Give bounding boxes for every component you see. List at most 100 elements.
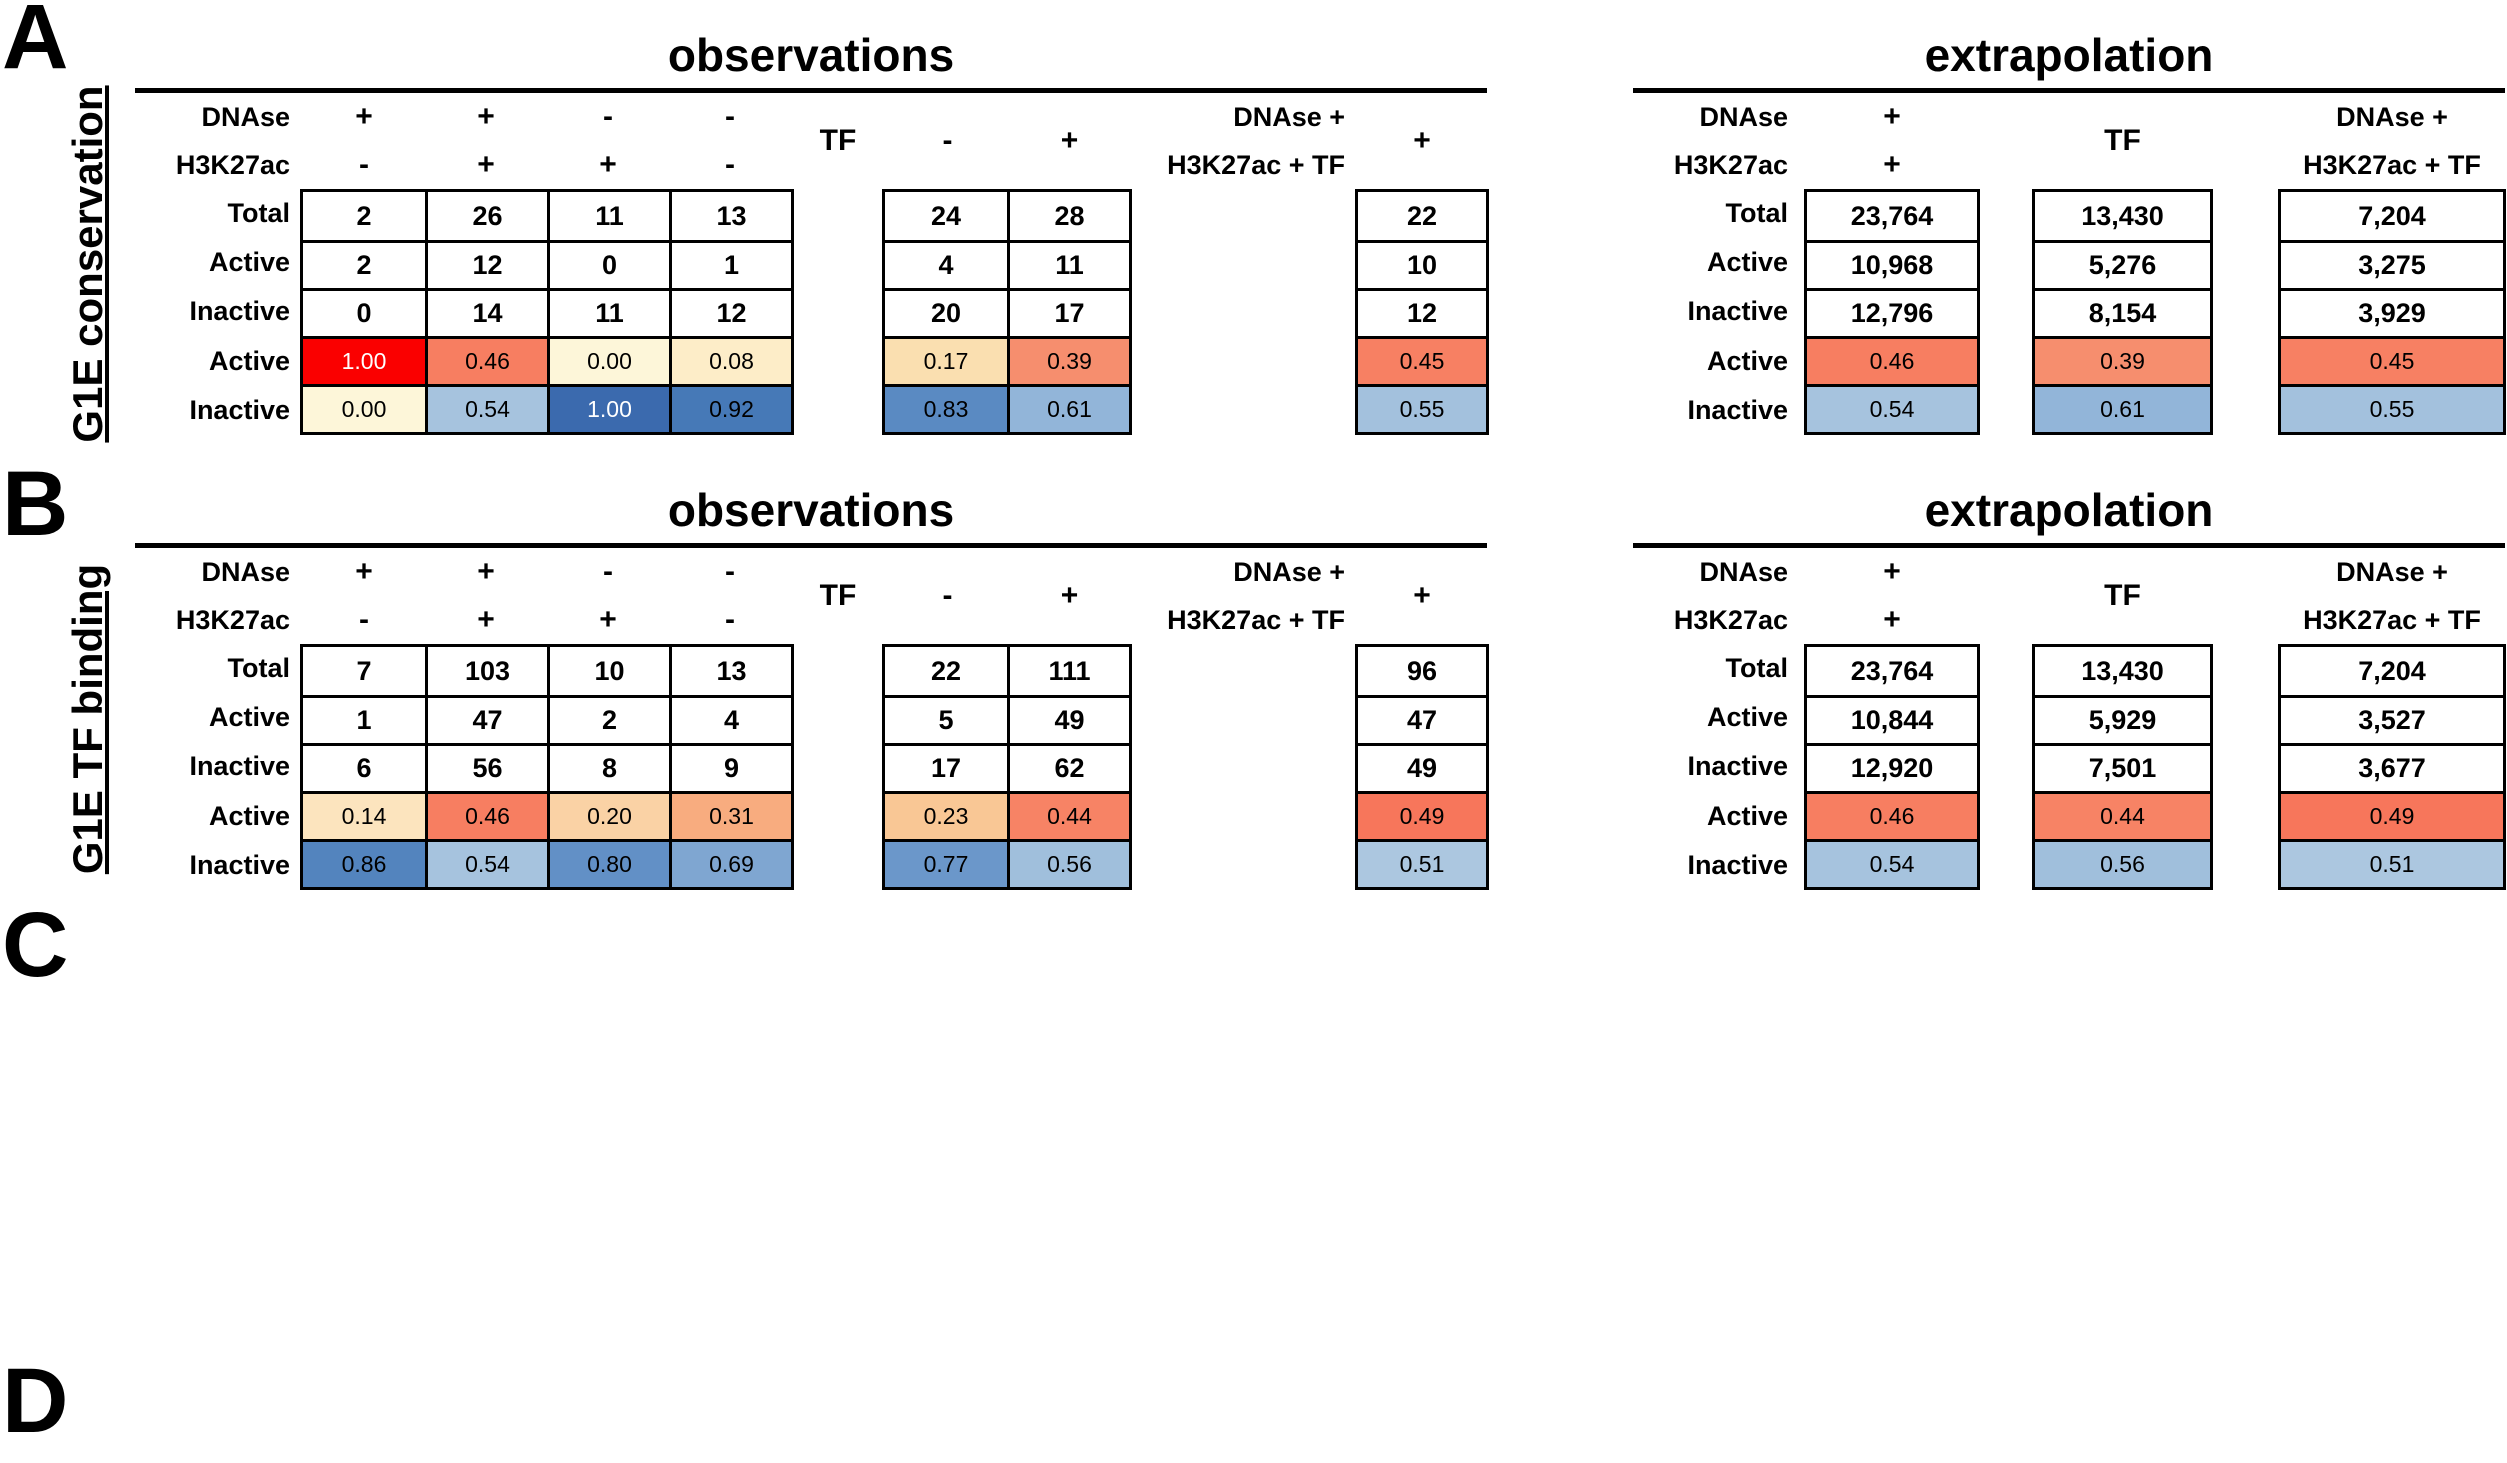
combo-column-label-line2: H3K27ac + TF	[2303, 604, 2481, 635]
extrapolation-header: DNAse H3K27ac + + TF DNAse + H3K27ac + T…	[1633, 93, 2505, 189]
title-underline-rule	[1633, 543, 2505, 548]
count-cell: 3,527	[2281, 695, 2503, 743]
observations-body: Total Active Inactive Active Inactive 7 …	[135, 644, 1489, 890]
count-cell: 6	[303, 743, 425, 791]
obs-tf-table: 24 28 4 11 20 17 0.17 0.39 0.83 0.61	[882, 189, 1132, 435]
extrapolation-title: extrapolation	[1924, 29, 2214, 81]
count-cell: 17	[1007, 288, 1129, 336]
observations-header: DNAse H3K27ac + + - - - + + -	[135, 93, 1487, 189]
count-cell: 10,968	[1807, 240, 1977, 288]
panel-letter-c: C	[2, 894, 69, 996]
fraction-cell: 0.23	[885, 791, 1007, 839]
row-label-active-fraction: Active	[1706, 345, 1788, 376]
count-cell: 96	[1358, 647, 1486, 695]
fraction-cell: 0.46	[425, 791, 547, 839]
count-cell: 9	[669, 743, 791, 791]
count-cell: 2	[303, 192, 425, 240]
dnase-sign: -	[725, 100, 735, 133]
count-cell: 49	[1358, 743, 1486, 791]
tf-sign: +	[1060, 579, 1079, 612]
obs-tf-table: 22 111 5 49 17 62 0.23 0.44 0.77 0.56	[882, 644, 1132, 890]
row-label-inactive: Inactive	[189, 296, 290, 327]
dnase-sign: -	[603, 100, 613, 133]
count-cell: 28	[1007, 192, 1129, 240]
combo-column-label-line2: H3K27ac + TF	[2303, 149, 2481, 180]
dnase-row-label: DNAse	[1699, 101, 1788, 132]
title-underline-rule	[135, 543, 1487, 548]
fraction-cell: 0.92	[669, 384, 791, 432]
tf-sign: +	[1060, 124, 1079, 157]
count-cell: 24	[885, 192, 1007, 240]
obs-dnase-h3k27ac-table: 7 103 10 13 1 47 2 4 6 56 8 9 0.14 0.46 …	[300, 644, 794, 890]
dnase-sign: +	[355, 555, 373, 588]
fraction-cell: 0.45	[2281, 336, 2503, 384]
count-cell: 10	[1358, 240, 1486, 288]
row-label-total: Total	[1725, 653, 1789, 684]
h3k27ac-sign: -	[725, 603, 735, 636]
observations-title: observations	[667, 484, 955, 536]
count-cell: 0	[303, 288, 425, 336]
tf-column-label: TF	[819, 579, 857, 612]
fraction-cell: 0.44	[1007, 791, 1129, 839]
fraction-cell: 0.17	[885, 336, 1007, 384]
fraction-cell: 0.54	[425, 839, 547, 887]
ext-tf-column: 13,430 5,276 8,154 0.39 0.61	[2032, 189, 2213, 435]
row-label-active-fraction: Active	[208, 800, 290, 831]
fraction-cell: 0.80	[547, 839, 669, 887]
count-cell: 7,501	[2035, 743, 2210, 791]
fraction-cell: 0.77	[885, 839, 1007, 887]
fraction-cell: 0.39	[1007, 336, 1129, 384]
count-cell: 11	[1007, 240, 1129, 288]
fraction-cell: 0.56	[1007, 839, 1129, 887]
count-cell: 3,929	[2281, 288, 2503, 336]
dnase-sign: +	[477, 555, 495, 588]
count-cell: 56	[425, 743, 547, 791]
dnase-sign: +	[477, 100, 495, 133]
row-label-active: Active	[1706, 247, 1788, 278]
ext-dnase-h3k27ac-column: 23,764 10,968 12,796 0.46 0.54	[1804, 189, 1980, 435]
dnase-row-label: DNAse	[1699, 556, 1788, 587]
row-label-active: Active	[208, 702, 290, 733]
h3k27ac-sign: +	[599, 603, 617, 636]
extrapolation-body: Total Active Inactive Active Inactive 23…	[1633, 644, 2506, 890]
tf-column-label: TF	[2104, 124, 2141, 157]
ext-tf-column: 13,430 5,929 7,501 0.44 0.56	[2032, 644, 2213, 890]
count-cell: 11	[547, 288, 669, 336]
observations-title: observations	[667, 29, 955, 81]
tf-sign: -	[942, 124, 953, 157]
panel-a-observations-section: observations DNAse H3K27ac + + - - -	[135, 26, 1489, 435]
count-cell: 12	[669, 288, 791, 336]
count-cell: 5	[885, 695, 1007, 743]
count-cell: 10	[547, 647, 669, 695]
fraction-cell: 0.46	[1807, 336, 1977, 384]
panel-a: observations DNAse H3K27ac + + - - -	[0, 0, 2507, 455]
extrapolation-title: extrapolation	[1924, 484, 2214, 536]
fraction-cell: 0.00	[547, 336, 669, 384]
dnase-sign: +	[1883, 100, 1901, 133]
h3k27ac-row-label: H3K27ac	[175, 149, 290, 180]
tf-sign: -	[942, 579, 953, 612]
row-label-inactive-fraction: Inactive	[1687, 849, 1788, 880]
count-cell: 8	[547, 743, 669, 791]
count-cell: 7	[303, 647, 425, 695]
fraction-cell: 0.86	[303, 839, 425, 887]
dnase-sign: -	[603, 555, 613, 588]
row-label-active-fraction: Active	[1706, 800, 1788, 831]
fraction-cell: 0.54	[1807, 384, 1977, 432]
fraction-cell: 1.00	[303, 336, 425, 384]
count-cell: 12	[1358, 288, 1486, 336]
fraction-cell: 0.14	[303, 791, 425, 839]
combo-column-label-line1: DNAse +	[2336, 101, 2448, 132]
fraction-cell: 0.56	[2035, 839, 2210, 887]
count-cell: 1	[303, 695, 425, 743]
row-label-inactive-fraction: Inactive	[189, 394, 290, 425]
row-label-total: Total	[1725, 198, 1789, 229]
count-cell: 49	[1007, 695, 1129, 743]
panel-b: observations DNAse H3K27ac + + - - -	[0, 455, 2507, 910]
count-cell: 1	[669, 240, 791, 288]
ext-combo-column: 7,204 3,527 3,677 0.49 0.51	[2278, 644, 2506, 890]
count-cell: 13	[669, 192, 791, 240]
count-cell: 103	[425, 647, 547, 695]
combo-column-label-line1: DNAse +	[1233, 556, 1345, 587]
